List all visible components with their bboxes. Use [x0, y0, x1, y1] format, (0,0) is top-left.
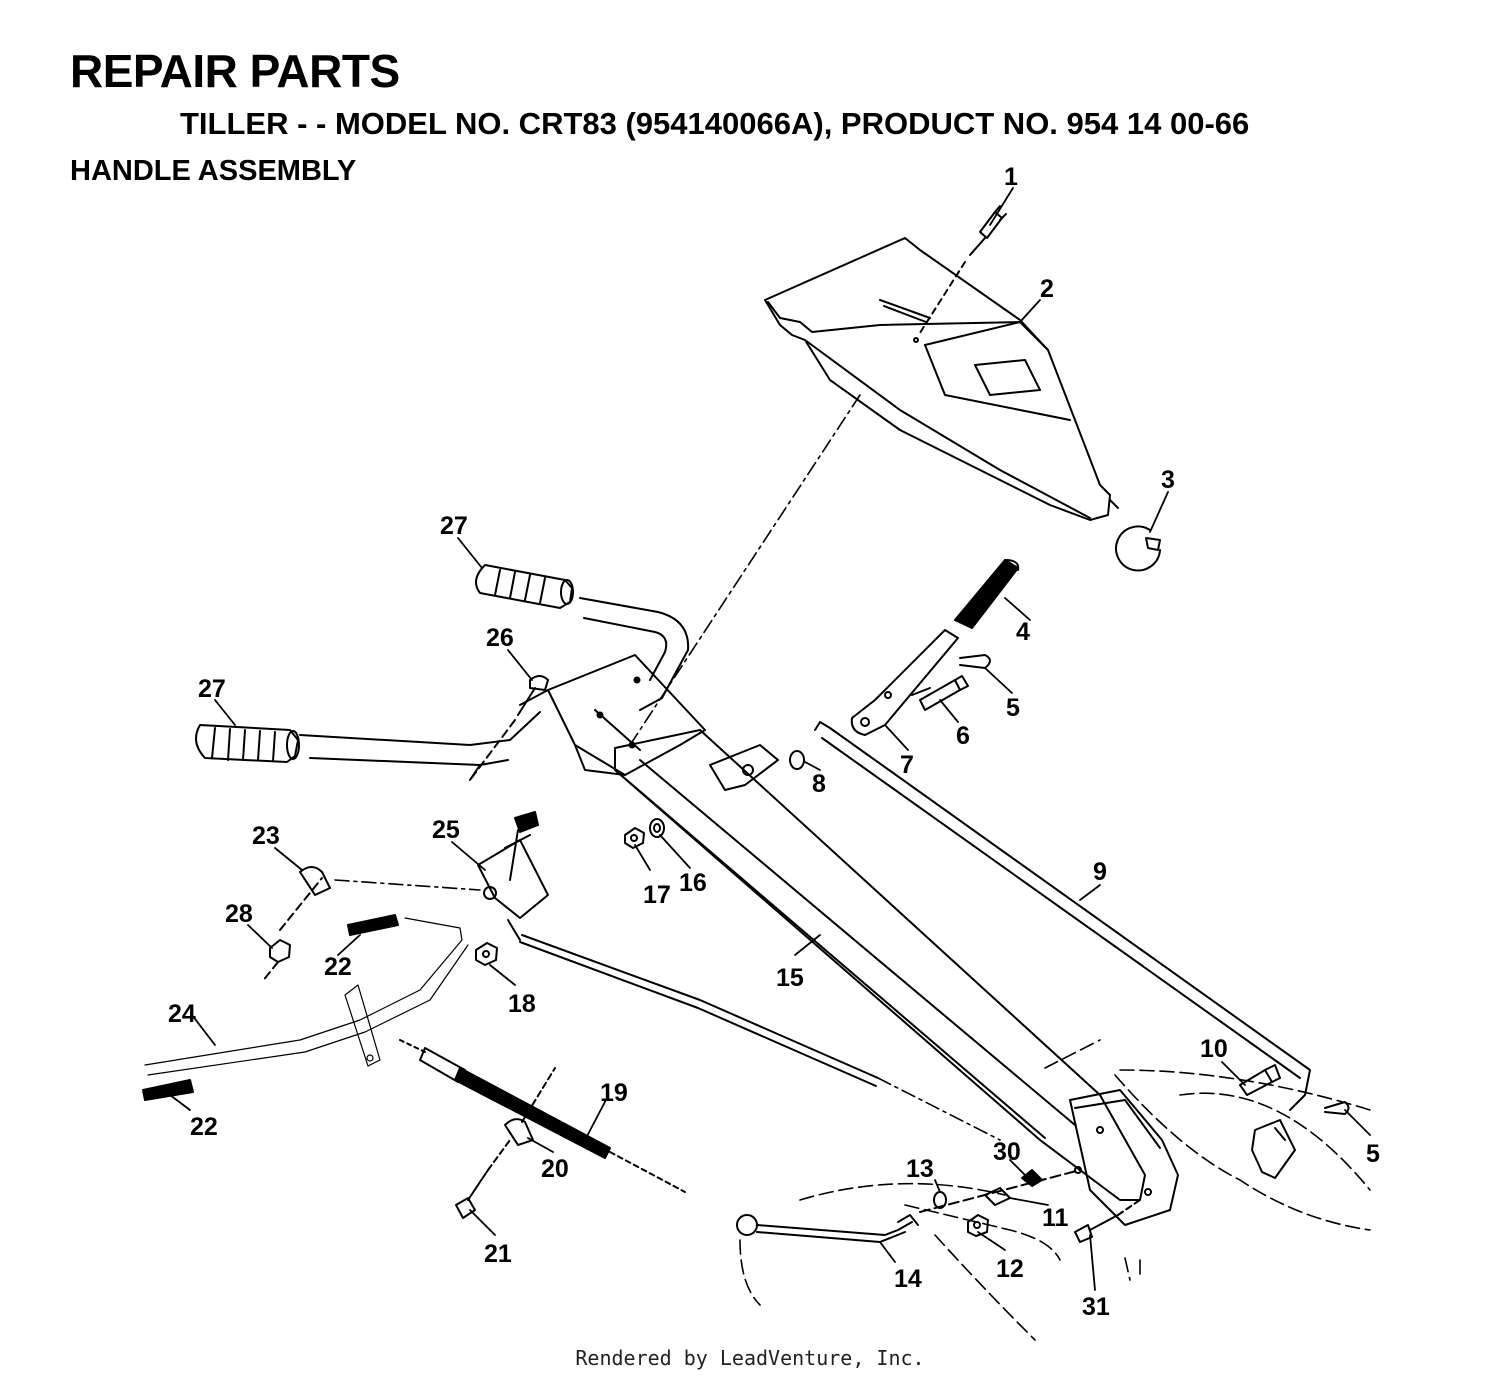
callout-25: 25 [432, 816, 460, 844]
callout-2: 2 [1040, 275, 1054, 303]
hairpin-clip-lower-part [1324, 1101, 1350, 1115]
tube-mount-plate [1069, 1089, 1179, 1226]
lever-bar-part [144, 917, 469, 1076]
nut-part [261, 877, 323, 983]
callout-1: 1 [1004, 163, 1018, 191]
callout-11: 11 [1042, 1204, 1069, 1232]
callout-8: 8 [812, 770, 826, 798]
callout-24: 24 [168, 1000, 196, 1028]
page-title: REPAIR PARTS [70, 45, 400, 97]
retaining-ring-part [1115, 525, 1161, 572]
shift-grip-part [954, 559, 1020, 629]
control-cable-part [519, 934, 1001, 1141]
handle-bracket-part [547, 654, 706, 776]
callout-26: 26 [486, 624, 514, 652]
callout-27-lower: 27 [198, 675, 226, 703]
callout-14: 14 [894, 1265, 922, 1293]
handle-tube-part [614, 729, 1146, 1201]
callout-5-lower: 5 [1366, 1140, 1380, 1168]
callout-23: 23 [252, 822, 280, 850]
cable-clamp-part [504, 1067, 556, 1146]
screw-part [917, 205, 1007, 337]
callout-15: 15 [776, 964, 804, 992]
spacer-part [709, 744, 805, 791]
callout-30: 30 [993, 1138, 1021, 1166]
shift-knob-lever-part [736, 1214, 919, 1243]
roll-pin-part [142, 914, 399, 1101]
callout-21: 21 [484, 1240, 512, 1268]
shift-lever-part [850, 629, 959, 736]
bottom-bolt-part [1074, 1199, 1141, 1243]
callout-9: 9 [1093, 858, 1107, 886]
callout-20: 20 [541, 1155, 569, 1183]
lock-nut-part [475, 942, 498, 966]
callout-7: 7 [900, 751, 914, 779]
footer-credit: Rendered by LeadVenture, Inc. [575, 1346, 925, 1370]
callout-6: 6 [956, 722, 970, 750]
callout-10: 10 [1200, 1035, 1228, 1063]
callout-labels: 1 2 3 4 5 6 7 8 9 10 5 11 12 13 14 15 16… [168, 163, 1380, 1321]
tiller-housing-outline [739, 1039, 1371, 1341]
callout-31: 31 [1082, 1293, 1110, 1321]
callout-13: 13 [906, 1155, 934, 1183]
hairpin-clip-part [959, 654, 991, 669]
callout-28: 28 [225, 900, 253, 928]
callout-27-upper: 27 [440, 512, 468, 540]
throttle-cable-part [399, 1039, 686, 1193]
callout-4: 4 [1016, 618, 1030, 646]
bolt-part [469, 675, 549, 781]
lever-bolt-part [919, 675, 969, 711]
rod-bolt-part [1239, 1064, 1296, 1179]
callout-17: 17 [643, 881, 671, 909]
handle-grip-part [195, 564, 574, 763]
callout-12: 12 [996, 1255, 1024, 1283]
model-subtitle: TILLER - - MODEL NO. CRT83 (954140066A),… [180, 106, 1250, 141]
callout-18: 18 [508, 990, 536, 1018]
handle-cover-part [764, 237, 1119, 521]
control-lever-part [477, 811, 549, 941]
callout-leaders [169, 187, 1371, 1291]
cable-bolt-part [455, 1139, 511, 1219]
washer-nut-part [624, 818, 665, 849]
callout-16: 16 [679, 869, 707, 897]
callout-5-upper: 5 [1006, 694, 1020, 722]
section-title: HANDLE ASSEMBLY [70, 155, 357, 187]
callout-19: 19 [600, 1079, 628, 1107]
shift-rod-part [814, 721, 1311, 1111]
callout-3: 3 [1161, 466, 1175, 494]
cable-clip-part [299, 866, 481, 896]
callout-22-upper: 22 [324, 953, 352, 981]
callout-22-lower: 22 [190, 1113, 218, 1141]
